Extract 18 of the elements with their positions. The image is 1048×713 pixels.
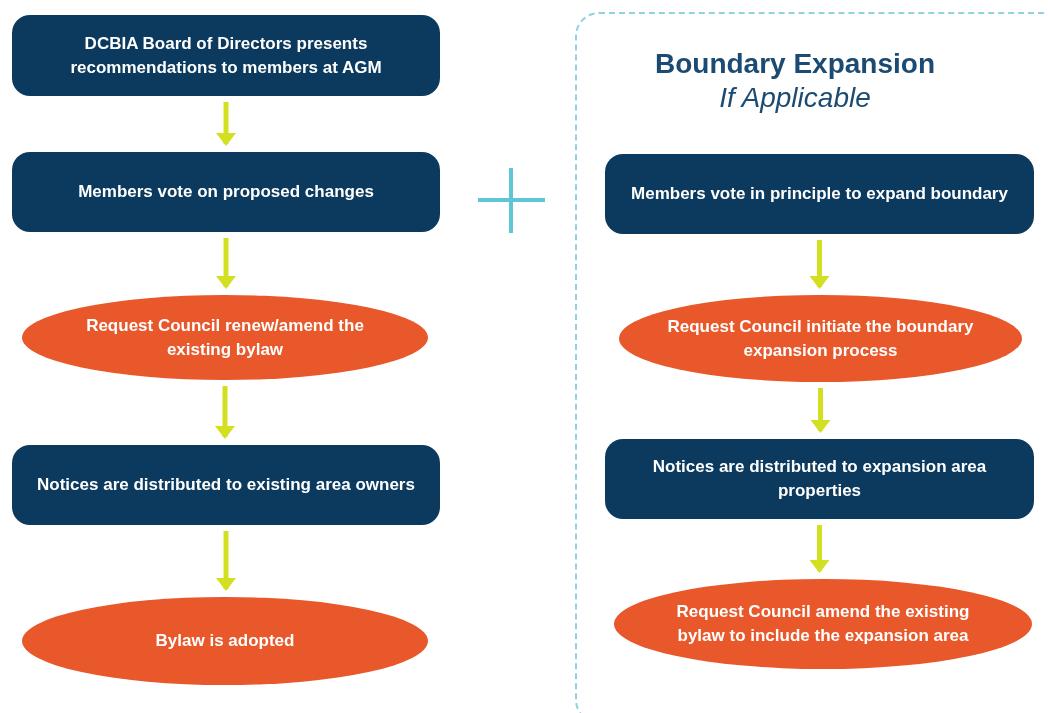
process-ellipse: Request Council initiate the boundary expansion process [619,295,1022,382]
arrow [809,525,830,573]
group-subheading: If Applicable [718,81,872,115]
arrow [216,102,236,146]
process-box: Members vote in principle to expand boundary [605,154,1034,234]
process-box: Members vote on proposed changes [12,152,440,232]
process-box: DCBIA Board of Directors presents recommendations to members at AGM [12,15,440,96]
arrow [809,240,830,289]
arrow [216,238,236,289]
process-ellipse: Bylaw is adopted [22,597,428,685]
process-ellipse: Request Council renew/amend the existing bylaw [22,295,428,380]
process-ellipse: Request Council amend the existing bylaw to include the expansion area [614,579,1032,669]
process-box: Notices are distributed to expansion area properties [605,439,1034,519]
group-heading: Boundary Expansion [653,47,936,81]
arrow [216,531,236,591]
arrow [810,388,831,433]
process-box: Notices are distributed to existing area owners [12,445,440,525]
arrow [215,386,235,439]
